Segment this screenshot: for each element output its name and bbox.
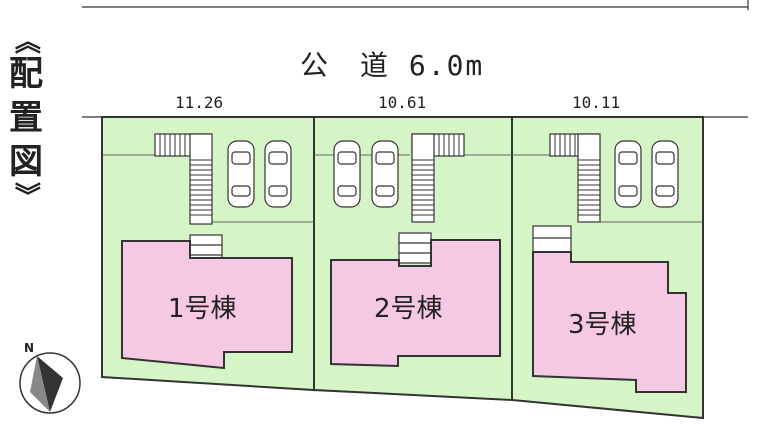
building-2 [330, 239, 501, 368]
car-icon [651, 140, 679, 208]
building-2-entrance [398, 232, 432, 264]
site-plan-title: 《 配 置 図 》 [6, 28, 46, 230]
building-3 [532, 251, 687, 393]
building-2-label: 2号棟 [374, 294, 443, 324]
building-1 [121, 240, 293, 370]
building-3-entrance [532, 225, 572, 253]
lot-2-stairs [411, 133, 465, 223]
building-3-label: 3号棟 [568, 310, 637, 340]
north-compass-icon: N [19, 341, 81, 414]
car-icon [371, 140, 399, 208]
north-label: N [24, 341, 34, 355]
title-char-1: 配 [9, 54, 43, 94]
car-icon [227, 140, 255, 208]
frontage-3-dimension: 10.11 [572, 93, 621, 112]
frontage-1-dimension: 11.26 [175, 93, 224, 112]
car-icon [333, 140, 361, 208]
car-icon [614, 140, 642, 208]
title-char-2: 置 [9, 98, 43, 138]
title-char-3: 図 [9, 142, 43, 182]
building-1-label: 1号棟 [168, 294, 237, 324]
lot-3-stairs [549, 133, 601, 223]
car-icon [264, 140, 292, 208]
road-label: 公 道 6.0m [300, 49, 485, 82]
lot-1-stairs [154, 133, 213, 225]
frontage-2-dimension: 10.61 [378, 93, 427, 112]
